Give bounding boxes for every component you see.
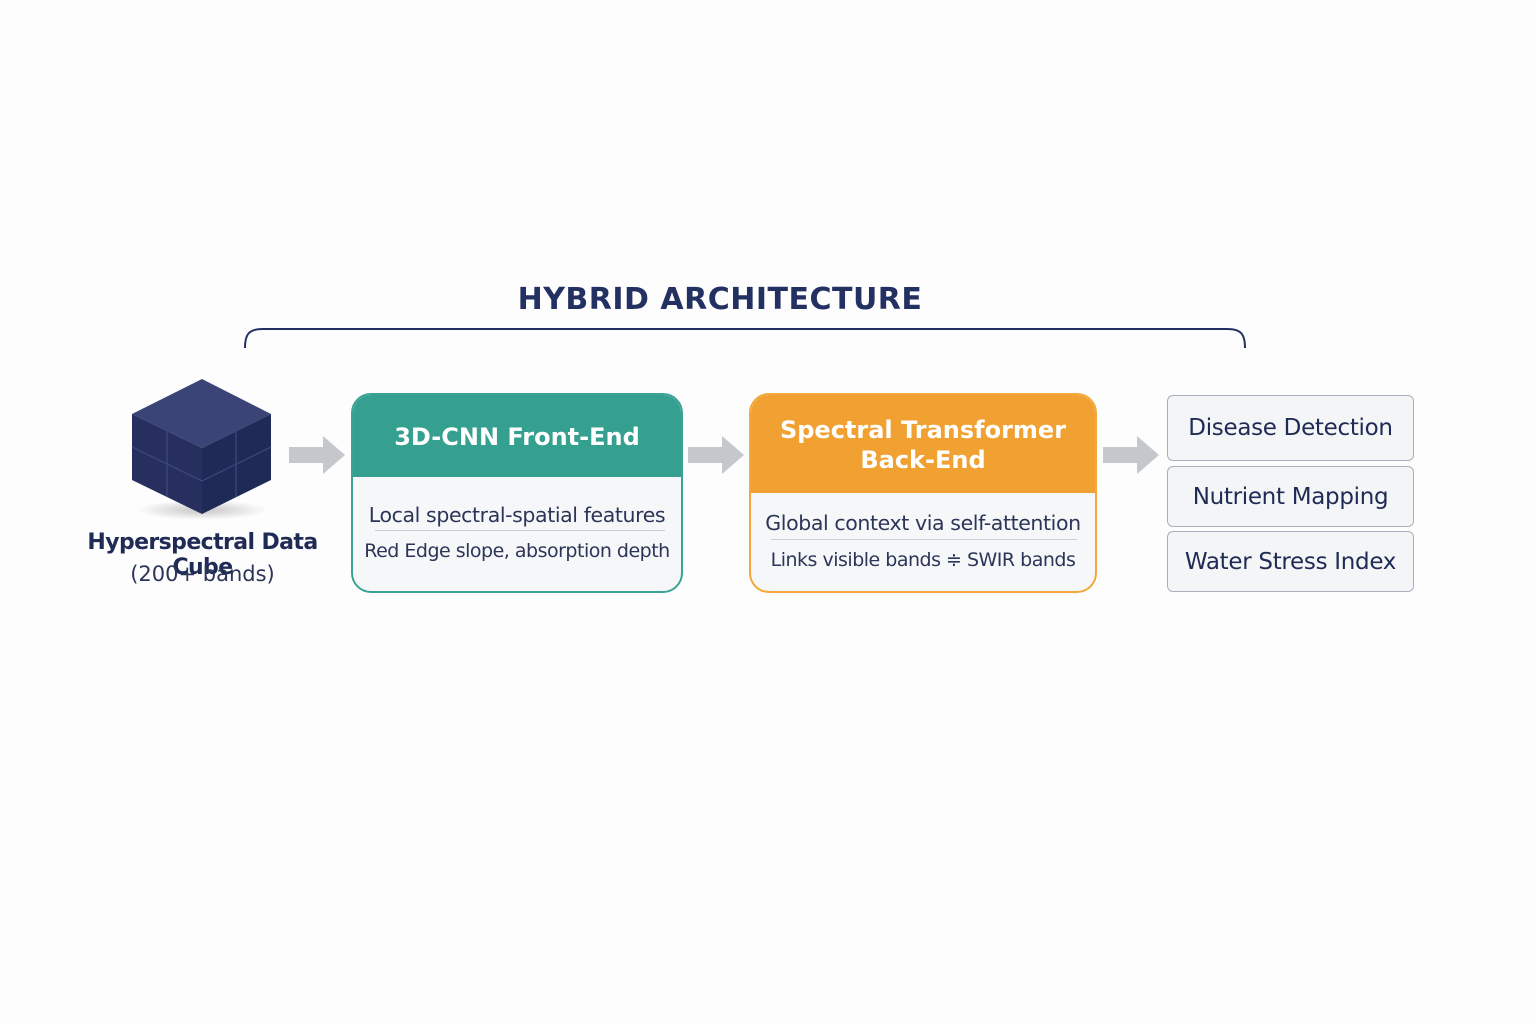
cnn-card-divider bbox=[375, 530, 665, 531]
architecture-bracket bbox=[244, 328, 1246, 349]
flow-arrow-icon bbox=[289, 436, 345, 474]
cnn-card-detail: Red Edge slope, absorption depth bbox=[364, 540, 670, 562]
data-cube-icon bbox=[131, 379, 272, 520]
diagram-title: HYBRID ARCHITECTURE bbox=[517, 282, 923, 317]
output-disease-detection: Disease Detection bbox=[1167, 395, 1414, 461]
output-nutrient-mapping: Nutrient Mapping bbox=[1167, 466, 1414, 527]
transformer-card-header: Spectral Transformer Back-End bbox=[751, 395, 1095, 493]
transformer-back-end-card: Spectral Transformer Back-End Global con… bbox=[749, 393, 1097, 593]
output-water-stress-index: Water Stress Index bbox=[1167, 531, 1414, 592]
transformer-card-description: Global context via self-attention bbox=[765, 511, 1081, 535]
cnn-card-title: 3D-CNN Front-End bbox=[394, 423, 640, 451]
flow-arrow-icon bbox=[1103, 436, 1159, 474]
cnn-front-end-card: 3D-CNN Front-End Local spectral-spatial … bbox=[351, 393, 683, 593]
transformer-card-title-line2: Back-End bbox=[860, 446, 986, 474]
flow-arrow-icon bbox=[688, 436, 744, 474]
transformer-card-divider bbox=[771, 539, 1077, 540]
cnn-card-description: Local spectral-spatial features bbox=[368, 503, 666, 527]
transformer-card-detail: Links visible bands ≑ SWIR bands bbox=[770, 549, 1076, 571]
input-sublabel: (200+ bands) bbox=[130, 562, 275, 586]
transformer-card-title-line1: Spectral Transformer bbox=[779, 416, 1067, 444]
input-label: Hyperspectral Data Cube bbox=[87, 530, 318, 580]
cnn-card-header: 3D-CNN Front-End bbox=[353, 395, 681, 477]
